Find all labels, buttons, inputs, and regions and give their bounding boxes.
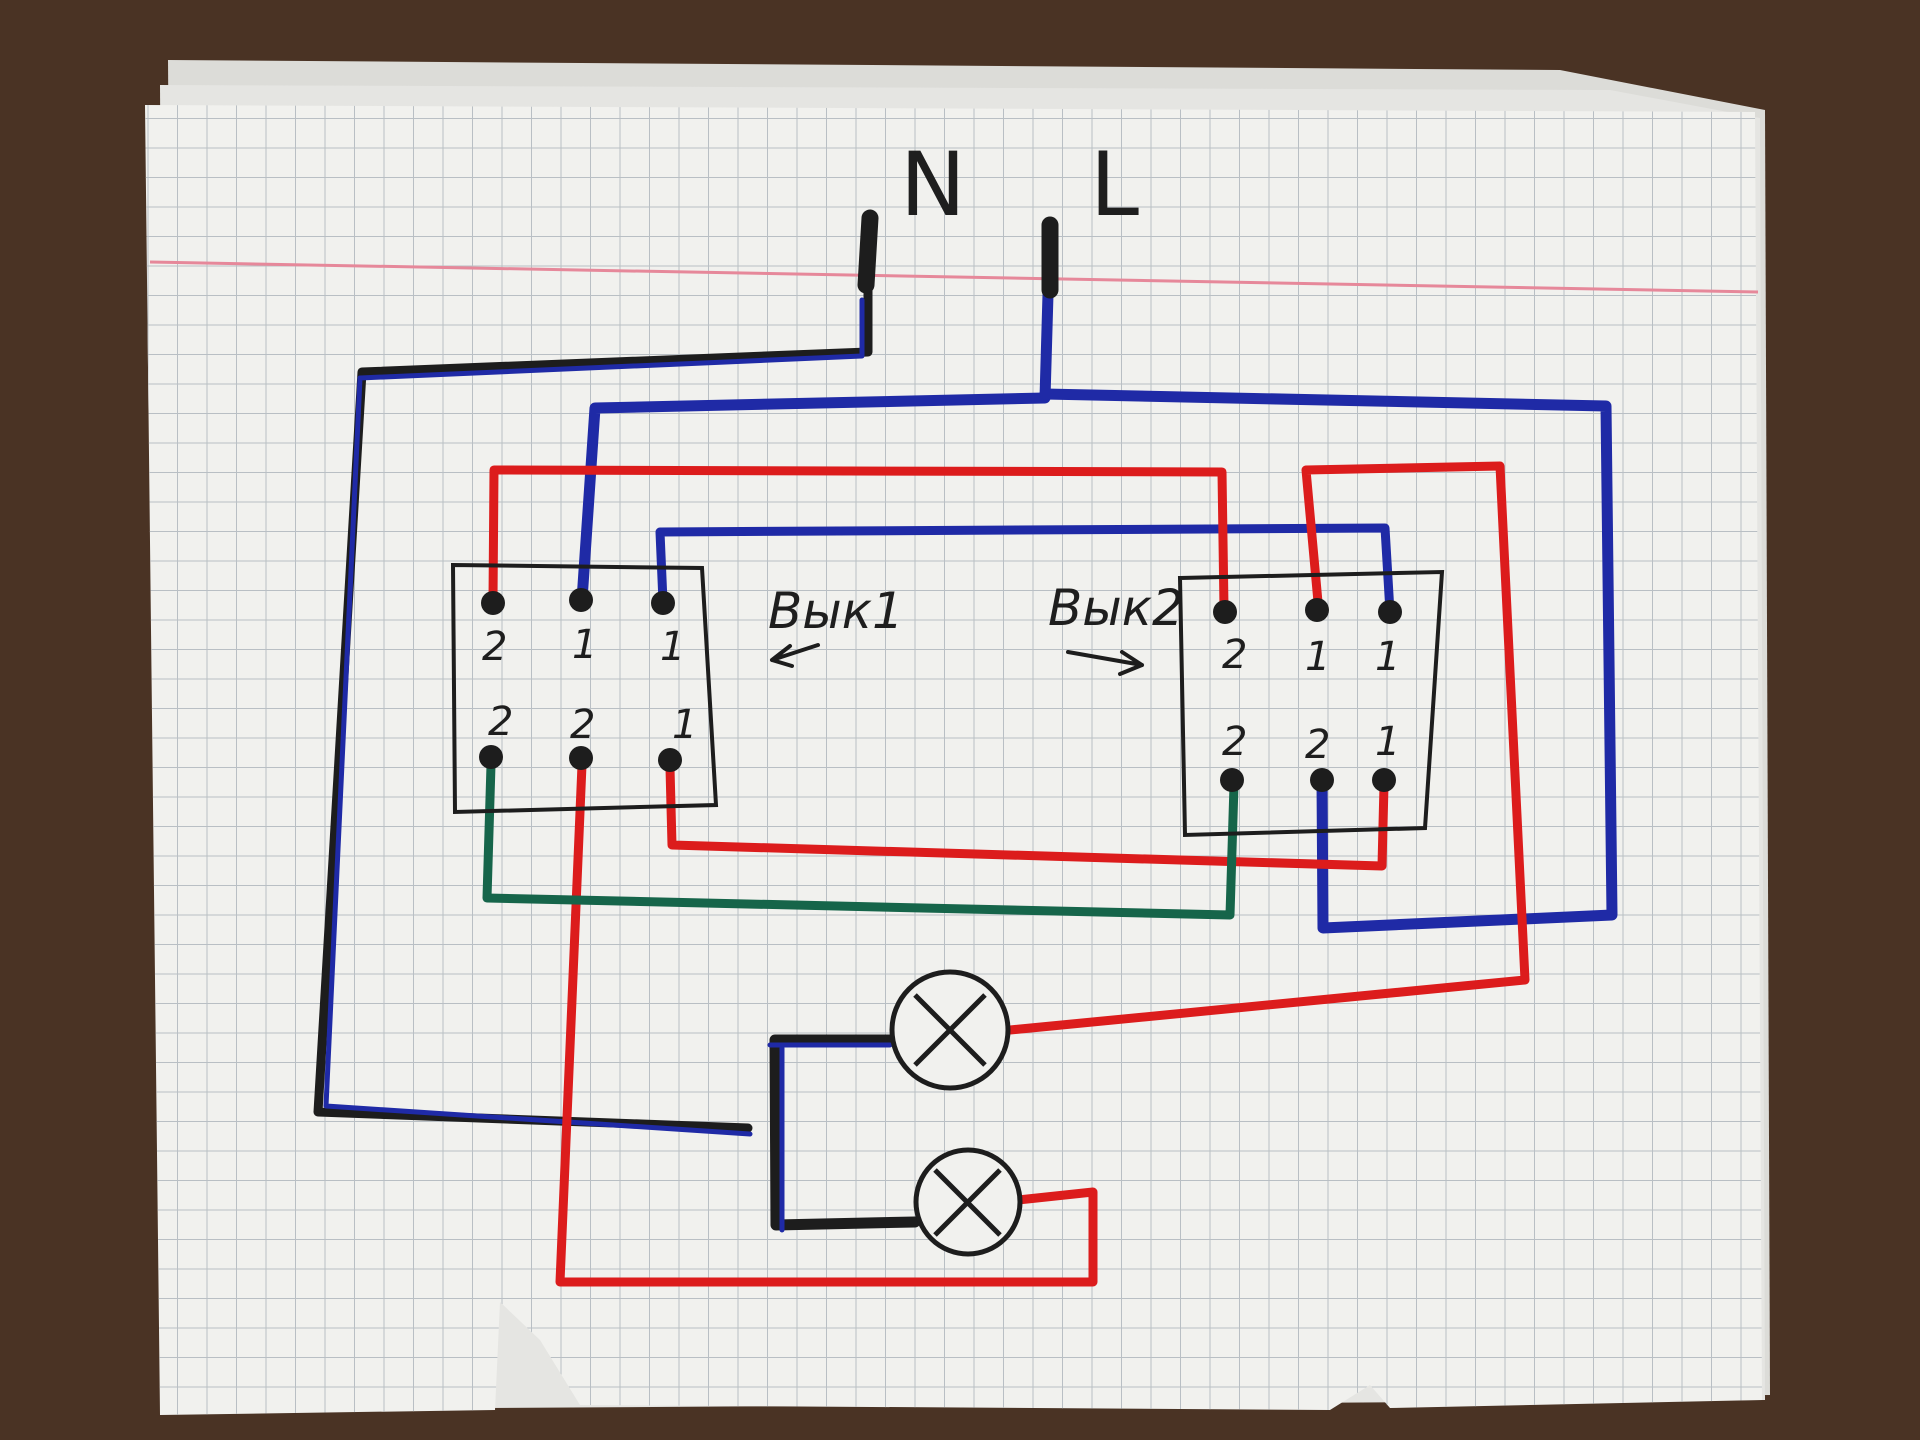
switch-2-bottom-terminal-label: 1 (1375, 719, 1400, 765)
switch-1: 2 1 1 2 2 1 (450, 562, 719, 815)
paper-sheet (145, 105, 1762, 1415)
line-label: L (1090, 133, 1139, 236)
switch-1-top-terminal-label: 2 (482, 624, 507, 670)
switch-1-bottom-terminal-label: 2 (570, 702, 595, 748)
arrow-icon (1066, 650, 1144, 676)
switch-1-terminal-dot (569, 588, 593, 612)
neutral-label: N (900, 133, 966, 236)
switch-2-terminal-dot (1310, 768, 1334, 792)
wire-line-to-right (1039, 388, 1618, 934)
switch-2-bottom-terminal-label: 2 (1222, 719, 1247, 765)
switch-2-terminal-dot (1372, 768, 1396, 792)
switch-1-bottom-terminal-label: 1 (672, 702, 697, 748)
switch-2-terminal-dot (1220, 768, 1244, 792)
wire-green-traveler (482, 760, 1239, 920)
lamp-icon (889, 969, 1011, 1091)
switch-1-terminal-dot (651, 591, 675, 615)
switch-1-terminal-dot (658, 748, 682, 772)
switch-2-bottom-terminal-label: 2 (1305, 722, 1330, 768)
switch-1-terminal-dot (481, 591, 505, 615)
wire-red-loop-right (1005, 461, 1530, 1035)
switch-1-top-terminal-label: 1 (572, 622, 597, 668)
switch-2-terminal-dot (1378, 600, 1402, 624)
wire-neutral-blue-overlay (323, 297, 865, 1137)
paper-margin-line (149, 260, 1759, 294)
wire-red-top (488, 465, 1229, 613)
switch-2: 2 1 1 2 2 1 (1177, 569, 1445, 838)
switch-2-terminal-dot (1305, 598, 1329, 622)
wire-neutral-to-lamps (769, 1034, 921, 1231)
switch-2-terminal-dot (1213, 600, 1237, 624)
switch-2-body (1177, 569, 1445, 838)
switch-2-top-terminal-label: 1 (1375, 634, 1400, 680)
switch-1-body (450, 562, 719, 815)
supply-terminals (857, 209, 1059, 299)
wire-red-lamp2 (555, 760, 1098, 1287)
switch-1-label: Вык1 (768, 582, 904, 640)
wire-neutral-to-lamps-blue (767, 1042, 893, 1233)
switch-2-top-terminal-label: 2 (1222, 632, 1247, 678)
wire-line-main (576, 219, 1056, 606)
switch-1-top-terminal-label: 1 (660, 624, 685, 670)
switch-1-terminal-dot (479, 745, 503, 769)
switch-2-top-terminal-label: 1 (1305, 634, 1330, 680)
switch-1-bottom-terminal-label: 2 (488, 699, 513, 745)
switch-2-label: Вык2 (1048, 579, 1184, 637)
lamp-icon (913, 1147, 1023, 1257)
switch-1-terminal-dot (569, 746, 593, 770)
arrow-icon (770, 643, 820, 668)
